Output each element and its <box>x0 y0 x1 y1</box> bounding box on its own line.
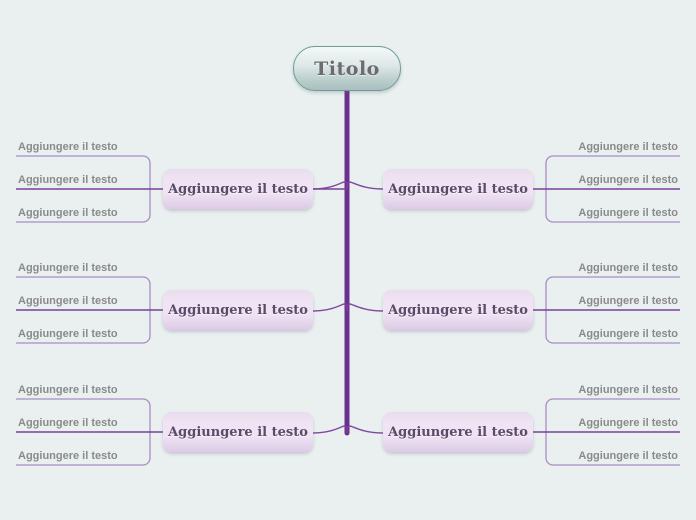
branch-node-label: Aggiungere il testo <box>168 302 308 318</box>
branch-node-label: Aggiungere il testo <box>388 302 528 318</box>
leaf-label-left-3-1[interactable]: Aggiungere il testo <box>18 384 118 396</box>
leaf-label-right-1-1[interactable]: Aggiungere il testo <box>578 141 678 153</box>
leaf-label-right-1-3[interactable]: Aggiungere il testo <box>578 207 678 219</box>
leaf-label-left-1-2[interactable]: Aggiungere il testo <box>18 174 118 186</box>
title-node[interactable]: Titolo <box>293 46 401 91</box>
leaf-label-left-2-1[interactable]: Aggiungere il testo <box>18 262 118 274</box>
branch-node-label: Aggiungere il testo <box>388 424 528 440</box>
branch-curve-left-1b <box>312 181 348 190</box>
branch-node-left-2[interactable]: Aggiungere il testo <box>163 290 313 330</box>
branch-node-label: Aggiungere il testo <box>168 181 308 197</box>
leaf-label-right-2-2[interactable]: Aggiungere il testo <box>578 295 678 307</box>
branch-curve-left-3 <box>312 425 348 434</box>
leaf-label-left-3-2[interactable]: Aggiungere il testo <box>18 417 118 429</box>
branch-curve-left-2 <box>312 303 348 312</box>
leaf-label-right-2-3[interactable]: Aggiungere il testo <box>578 328 678 340</box>
branch-node-left-1[interactable]: Aggiungere il testo <box>163 169 313 209</box>
branch-node-left-3[interactable]: Aggiungere il testo <box>163 412 313 452</box>
branch-node-right-3[interactable]: Aggiungere il testo <box>383 412 533 452</box>
leaf-label-left-2-2[interactable]: Aggiungere il testo <box>18 295 118 307</box>
leaf-label-right-3-2[interactable]: Aggiungere il testo <box>578 417 678 429</box>
leaf-label-right-3-1[interactable]: Aggiungere il testo <box>578 384 678 396</box>
branch-node-right-2[interactable]: Aggiungere il testo <box>383 290 533 330</box>
leaf-label-right-1-2[interactable]: Aggiungere il testo <box>578 174 678 186</box>
leaf-label-left-1-1[interactable]: Aggiungere il testo <box>18 141 118 153</box>
leaf-label-right-2-1[interactable]: Aggiungere il testo <box>578 262 678 274</box>
title-node-label: Titolo <box>314 57 380 80</box>
branch-curve-right-3 <box>346 425 384 434</box>
branch-curve-right-1 <box>346 181 384 190</box>
branch-node-label: Aggiungere il testo <box>168 424 308 440</box>
leaf-label-right-3-3[interactable]: Aggiungere il testo <box>578 450 678 462</box>
leaf-label-left-3-3[interactable]: Aggiungere il testo <box>18 450 118 462</box>
leaf-label-left-2-3[interactable]: Aggiungere il testo <box>18 328 118 340</box>
branch-node-right-1[interactable]: Aggiungere il testo <box>383 169 533 209</box>
branch-node-label: Aggiungere il testo <box>388 181 528 197</box>
branch-curve-right-2 <box>346 303 384 312</box>
leaf-label-left-1-3[interactable]: Aggiungere il testo <box>18 207 118 219</box>
